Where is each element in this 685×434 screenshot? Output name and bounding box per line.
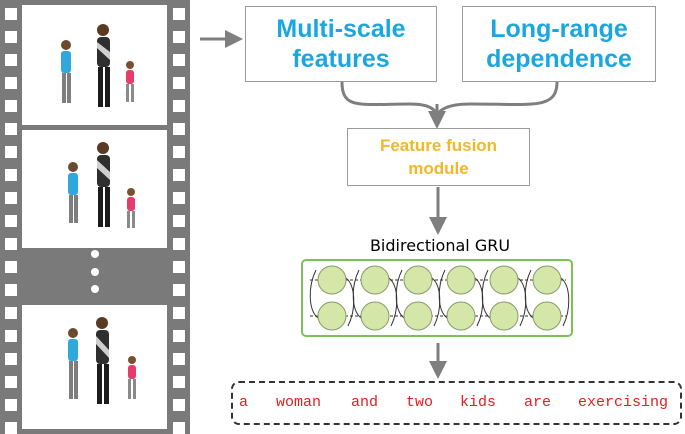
caption-word-6: are bbox=[524, 394, 552, 411]
bidirectional-gru-block bbox=[301, 259, 573, 337]
sprocket-hole bbox=[173, 353, 185, 365]
gru-cell-forward bbox=[489, 265, 519, 295]
gru-link bbox=[438, 269, 448, 319]
caption-word-4: two bbox=[406, 394, 434, 411]
frame-3-people-figure bbox=[68, 317, 136, 404]
sprocket-hole bbox=[173, 123, 185, 135]
gru-cell-backward bbox=[317, 301, 347, 331]
caption-word-1: a bbox=[239, 394, 249, 411]
sprocket-hole bbox=[173, 146, 185, 158]
sprocket-hole bbox=[173, 31, 185, 43]
sprocket-hole bbox=[5, 123, 17, 135]
sprocket-hole bbox=[173, 77, 185, 89]
gru-cell-forward bbox=[317, 265, 347, 295]
sprocket-hole bbox=[5, 192, 17, 204]
sprocket-hole bbox=[5, 54, 17, 66]
merge-arrows bbox=[340, 81, 559, 129]
filmstrip-sprockets bbox=[5, 8, 185, 434]
gru-link bbox=[388, 277, 398, 327]
gru-link bbox=[560, 277, 570, 327]
caption-word-7: exercising bbox=[578, 394, 669, 411]
gru-cell-backward bbox=[489, 301, 519, 331]
caption-output-box bbox=[231, 381, 682, 425]
sprocket-hole bbox=[5, 399, 17, 411]
feature-fusion-module-box: Feature fusion module bbox=[347, 128, 530, 186]
gru-link bbox=[474, 277, 484, 327]
sprocket-hole bbox=[5, 77, 17, 89]
sprocket-hole bbox=[5, 100, 17, 112]
long-range-dependence-label: Long-range dependence bbox=[486, 15, 632, 73]
feature-fusion-module-label: Feature fusion module bbox=[379, 136, 498, 178]
sprocket-hole bbox=[5, 31, 17, 43]
caption-word-2: woman bbox=[276, 394, 322, 411]
sprocket-hole bbox=[173, 399, 185, 411]
gru-frame bbox=[301, 259, 573, 337]
long-range-dependence-box: Long-range dependence bbox=[462, 6, 656, 82]
sprocket-hole bbox=[173, 261, 185, 273]
sprocket-hole bbox=[5, 238, 17, 250]
sprocket-hole bbox=[5, 261, 17, 273]
caption-word-3: and bbox=[351, 394, 379, 411]
video-frame-2 bbox=[22, 130, 167, 248]
sprocket-hole bbox=[5, 169, 17, 181]
video-frame-3 bbox=[22, 305, 167, 429]
sprocket-hole bbox=[173, 169, 185, 181]
sprocket-hole bbox=[173, 307, 185, 319]
gru-cell-backward bbox=[446, 301, 476, 331]
sprocket-hole bbox=[173, 330, 185, 342]
gru-cells bbox=[309, 265, 570, 331]
sprocket-hole bbox=[173, 376, 185, 388]
gru-link bbox=[345, 277, 355, 327]
sprocket-hole bbox=[173, 422, 185, 434]
gru-link bbox=[352, 269, 362, 319]
sprocket-hole bbox=[5, 330, 17, 342]
frame-2-people-figure bbox=[68, 142, 135, 228]
sprocket-hole bbox=[5, 376, 17, 388]
gru-cell-forward bbox=[532, 265, 562, 295]
gru-link bbox=[481, 269, 491, 319]
gru-cell-backward bbox=[403, 301, 433, 331]
sprocket-hole bbox=[5, 422, 17, 434]
gru-link bbox=[395, 269, 405, 319]
sprocket-hole bbox=[173, 8, 185, 20]
vertical-dots-icon bbox=[91, 250, 99, 293]
gru-link bbox=[309, 269, 319, 319]
gru-cell-forward bbox=[360, 265, 390, 295]
sprocket-hole bbox=[173, 54, 185, 66]
sprocket-hole bbox=[173, 100, 185, 112]
video-frame-1 bbox=[22, 5, 167, 125]
sprocket-hole bbox=[5, 353, 17, 365]
gru-link bbox=[517, 277, 527, 327]
gru-cell-backward bbox=[532, 301, 562, 331]
gru-link bbox=[524, 269, 534, 319]
gru-title: Bidirectional GRU bbox=[369, 236, 511, 255]
multi-scale-features-label: Multi-scale features bbox=[276, 15, 406, 73]
multi-scale-features-box: Multi-scale features bbox=[245, 6, 437, 82]
frame-1-people-figure bbox=[61, 24, 134, 107]
sprocket-hole bbox=[5, 146, 17, 158]
sprocket-hole bbox=[5, 8, 17, 20]
sprocket-hole bbox=[173, 192, 185, 204]
gru-link bbox=[431, 277, 441, 327]
caption-word-5: kids bbox=[460, 394, 497, 411]
gru-cell-forward bbox=[403, 265, 433, 295]
sprocket-hole bbox=[173, 215, 185, 227]
filmstrip bbox=[0, 0, 190, 434]
gru-cell-backward bbox=[360, 301, 390, 331]
sprocket-hole bbox=[5, 284, 17, 296]
sprocket-hole bbox=[173, 284, 185, 296]
sprocket-hole bbox=[5, 307, 17, 319]
sprocket-hole bbox=[5, 215, 17, 227]
sprocket-hole bbox=[173, 238, 185, 250]
gru-cell-forward bbox=[446, 265, 476, 295]
